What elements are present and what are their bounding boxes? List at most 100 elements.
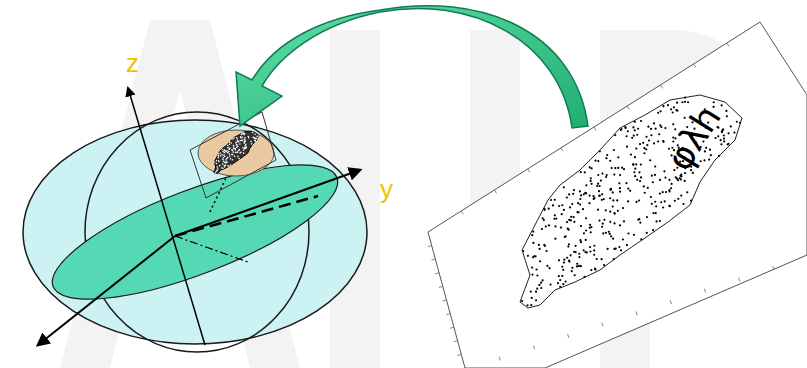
tick (670, 300, 671, 304)
point (684, 96, 686, 98)
point (569, 206, 571, 208)
tick (568, 334, 569, 338)
point (585, 184, 587, 186)
point (639, 180, 641, 182)
tick (461, 211, 463, 214)
point (563, 259, 565, 261)
point (612, 205, 614, 207)
dashed-line (175, 196, 318, 236)
tick (432, 259, 436, 260)
small-point (236, 137, 238, 139)
point (586, 251, 588, 253)
point (601, 193, 603, 195)
small-point (245, 147, 247, 149)
small-point (239, 152, 241, 154)
small-territory (214, 131, 258, 174)
point (617, 210, 619, 212)
tick (528, 169, 530, 172)
small-point (222, 159, 224, 161)
point (675, 176, 677, 178)
tick (439, 286, 443, 287)
small-point (243, 133, 245, 135)
small-point (242, 147, 244, 149)
small-point (240, 152, 242, 154)
point (612, 238, 614, 240)
point (589, 250, 591, 252)
point (603, 264, 605, 266)
point (635, 201, 637, 203)
point (721, 131, 723, 133)
point (598, 195, 600, 197)
point-set (521, 96, 741, 306)
point (573, 189, 575, 191)
small-point (252, 132, 254, 134)
point (566, 257, 568, 259)
axis-label: y (380, 176, 393, 202)
point (662, 140, 664, 142)
tick (443, 300, 447, 301)
point (548, 208, 550, 210)
point (713, 106, 715, 108)
small-point (237, 140, 239, 142)
point (596, 185, 598, 187)
point (655, 205, 657, 207)
small-point (245, 146, 247, 148)
point (573, 251, 575, 253)
point (658, 133, 660, 135)
small-point (244, 145, 246, 147)
small-point (215, 172, 217, 174)
tick (704, 289, 705, 293)
tick (773, 266, 774, 270)
small-point (224, 149, 226, 151)
dashdot-line (175, 236, 248, 262)
small-point (236, 138, 238, 140)
point (580, 194, 582, 196)
point (668, 205, 670, 207)
point (558, 205, 560, 207)
point (573, 221, 575, 223)
point (565, 235, 567, 237)
point (590, 177, 592, 179)
point (617, 156, 619, 158)
tick (450, 327, 454, 328)
tick (454, 341, 458, 342)
point (567, 246, 569, 248)
small-point (225, 151, 227, 153)
point (565, 281, 567, 283)
point (577, 211, 579, 213)
point (663, 170, 665, 172)
point (621, 167, 623, 169)
tick (627, 106, 629, 109)
point (562, 283, 564, 285)
small-point (229, 155, 231, 157)
point (627, 200, 629, 202)
small-point (226, 162, 228, 164)
point (618, 182, 620, 184)
small-point (243, 141, 245, 143)
point (739, 122, 741, 124)
point (605, 157, 607, 159)
point (563, 262, 565, 264)
point (649, 159, 651, 161)
small-point (232, 151, 234, 153)
point (597, 183, 599, 185)
point (593, 245, 595, 247)
point (721, 131, 723, 133)
small-point (227, 145, 229, 147)
point (622, 238, 624, 240)
point (643, 147, 645, 149)
point (673, 169, 675, 171)
tick (533, 345, 534, 349)
point (593, 254, 595, 256)
point (554, 225, 556, 227)
point (625, 182, 627, 184)
tick (499, 357, 500, 361)
point (536, 288, 538, 290)
point (637, 128, 639, 130)
point (589, 194, 591, 196)
point (589, 224, 591, 226)
small-point (254, 137, 256, 139)
point (681, 101, 683, 103)
small-point (218, 155, 220, 157)
